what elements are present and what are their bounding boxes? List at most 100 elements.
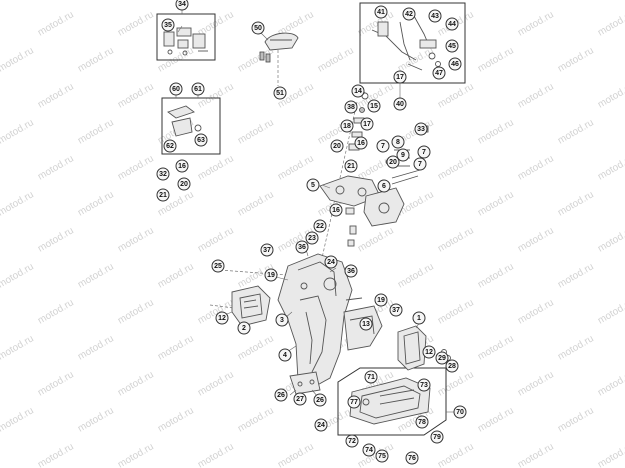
callout-c51: 51 (273, 86, 287, 100)
watermark-text: motod.ru (236, 117, 276, 146)
callout-circle (374, 293, 388, 307)
watermark-text: motod.ru (356, 225, 396, 254)
callout-c50: 50 (251, 21, 265, 35)
callout-c18: 18 (340, 119, 354, 133)
callout-number: 23 (308, 235, 316, 242)
callout-circle (386, 155, 400, 169)
callout-circle (405, 451, 419, 465)
watermark-text: motod.ru (556, 45, 596, 74)
callout-circle (445, 39, 459, 53)
callout-number: 75 (378, 453, 386, 460)
callout-circle (344, 100, 358, 114)
callout-c12a: 12 (215, 311, 229, 325)
callout-circle (175, 159, 189, 173)
callout-circle (177, 177, 191, 191)
watermark-text: motod.ru (36, 297, 76, 326)
watermark-text: motod.ru (236, 189, 276, 218)
watermark-text: motod.ru (116, 441, 156, 468)
watermark-text: motod.ru (36, 369, 76, 398)
callout-circle (417, 378, 431, 392)
callout-c17b: 17 (360, 117, 374, 131)
watermark-text: motod.ru (556, 261, 596, 290)
callout-circle (376, 139, 390, 153)
callout-number: 70 (456, 409, 464, 416)
part-kit-35-contents (163, 27, 208, 56)
callout-number: 9 (401, 152, 405, 159)
part-5 (319, 175, 381, 207)
watermark-text: motod.ru (36, 153, 76, 182)
watermark-text: motod.ru (76, 405, 116, 434)
callout-c32: 32 (156, 167, 170, 181)
callout-c44: 44 (445, 17, 459, 31)
watermark-text: motod.ru (516, 81, 556, 110)
callout-c37b: 37 (389, 303, 403, 317)
callout-number: 51 (276, 90, 284, 97)
callout-number: 33 (417, 126, 425, 133)
callout-c27: 27 (293, 392, 307, 406)
kit-box-70 (337, 367, 447, 436)
callout-c3: 3 (275, 313, 289, 327)
callout-number: 61 (194, 86, 202, 93)
callout-circle (306, 178, 320, 192)
callout-number: 47 (435, 70, 443, 77)
callout-c1: 1 (412, 311, 426, 325)
callout-c14: 14 (351, 84, 365, 98)
callout-circle (293, 392, 307, 406)
part-1 (397, 325, 427, 371)
callout-number: 4 (283, 352, 287, 359)
callout-circle (402, 7, 416, 21)
callout-c15: 15 (367, 99, 381, 113)
callout-number: 13 (362, 321, 370, 328)
callout-circle (330, 139, 344, 153)
callout-number: 7 (418, 161, 422, 168)
part-kit-60-contents (167, 105, 202, 137)
watermark-text: motod.ru (76, 333, 116, 362)
callout-c23: 23 (305, 231, 319, 245)
watermark-text: motod.ru (476, 333, 516, 362)
watermark-text: motod.ru (596, 81, 625, 110)
callout-circle (445, 17, 459, 31)
callout-number: 34 (178, 1, 186, 8)
watermark-text: motod.ru (36, 81, 76, 110)
part-lower-bracket (289, 371, 321, 395)
watermark-text: motod.ru (516, 153, 556, 182)
callout-circle (260, 243, 274, 257)
callout-c34: 34 (175, 0, 189, 11)
callout-circle (344, 159, 358, 173)
watermark-text: motod.ru (476, 45, 516, 74)
callout-c24a: 24 (324, 255, 338, 269)
watermark-text: motod.ru (116, 225, 156, 254)
callout-number: 36 (298, 244, 306, 251)
watermark-text: motod.ru (316, 45, 356, 74)
callout-c4: 4 (278, 348, 292, 362)
callout-c36b: 36 (344, 264, 358, 278)
watermark-text: motod.ru (316, 0, 356, 3)
callout-c6: 6 (377, 179, 391, 193)
callout-number: 72 (348, 438, 356, 445)
watermark-text: motod.ru (156, 405, 196, 434)
callout-circle (367, 99, 381, 113)
callout-number: 25 (214, 263, 222, 270)
callout-number: 41 (377, 9, 385, 16)
callout-circle (359, 317, 373, 331)
watermark-text: motod.ru (596, 9, 625, 38)
callout-number: 22 (316, 223, 324, 230)
watermark-text: motod.ru (276, 153, 316, 182)
callout-c70: 70 (453, 405, 467, 419)
callout-c20c: 20 (177, 177, 191, 191)
watermark-text: motod.ru (76, 189, 116, 218)
watermark-text: motod.ru (236, 405, 276, 434)
callout-c45: 45 (445, 39, 459, 53)
callout-number: 20 (180, 181, 188, 188)
watermark-text: motod.ru (236, 0, 276, 3)
callout-number: 43 (431, 13, 439, 20)
callout-c21a: 21 (344, 159, 358, 173)
watermark-text: motod.ru (396, 0, 436, 3)
callout-circle (191, 82, 205, 96)
watermark-text: motod.ru (596, 297, 625, 326)
watermark-text: motod.ru (156, 261, 196, 290)
callout-circle (175, 0, 189, 11)
callout-c43: 43 (428, 9, 442, 23)
callout-circle (374, 5, 388, 19)
